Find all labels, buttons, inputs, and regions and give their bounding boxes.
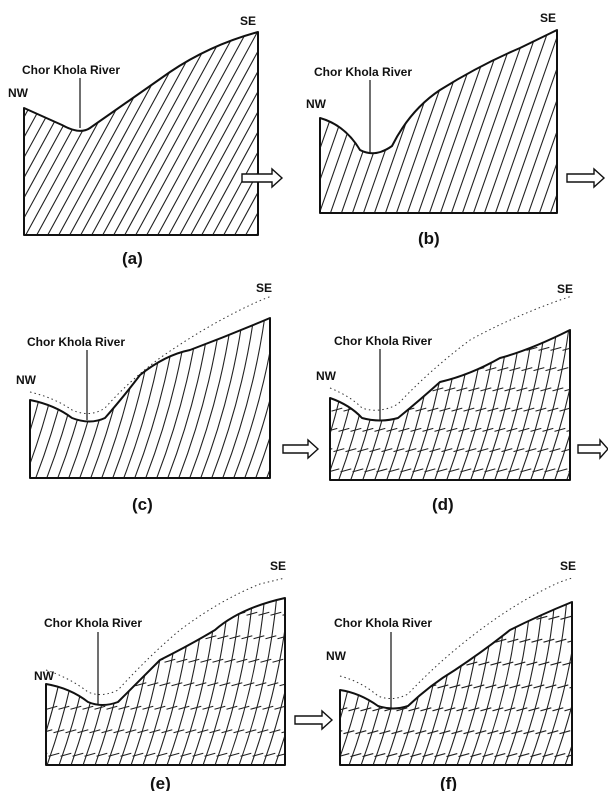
panel-b: NW SE Chor Khola River (b) <box>306 11 558 248</box>
nw-label-e: NW <box>34 669 55 683</box>
se-label-f: SE <box>560 559 576 573</box>
section-outline-b <box>319 29 558 214</box>
se-label-b: SE <box>540 11 556 25</box>
nw-label-a: NW <box>8 86 29 100</box>
original-surface-e <box>45 577 286 696</box>
arrow-e-f <box>294 709 334 731</box>
section-outline-d <box>329 329 571 481</box>
bedding-lines-f <box>340 602 572 765</box>
arrow-b-next <box>566 167 606 189</box>
original-surface-f <box>339 577 573 700</box>
river-label-b: Chor Khola River <box>314 65 412 79</box>
panel-a: NW SE Chor Khola River (a) <box>8 14 259 268</box>
caption-d: (d) <box>432 495 454 514</box>
panel-f: NW SE Chor Khola River (f) <box>326 559 576 791</box>
se-label-c: SE <box>256 281 272 295</box>
panel-d: NW SE Chor Khola River (d) <box>316 282 573 514</box>
section-outline-c <box>29 317 271 479</box>
arrow-a-b <box>241 167 284 189</box>
se-label-a: SE <box>240 14 256 28</box>
panel-e: NW SE Chor Khola River (e) <box>34 559 286 791</box>
panel-c: NW SE Chor Khola River (c) <box>16 281 273 514</box>
caption-b: (b) <box>418 229 440 248</box>
se-label-d: SE <box>557 282 573 296</box>
nw-label-f: NW <box>326 649 347 663</box>
bedding-lines-b <box>320 30 557 213</box>
caption-a: (a) <box>122 249 143 268</box>
caption-c: (c) <box>132 495 153 514</box>
section-outline-f <box>339 601 573 766</box>
caption-f: (f) <box>440 774 457 791</box>
river-label-a: Chor Khola River <box>22 63 120 77</box>
arrow-d-next <box>577 438 608 460</box>
bedding-lines-a <box>24 32 258 235</box>
section-outline-e <box>45 597 286 766</box>
caption-e: (e) <box>150 774 171 791</box>
section-outline-a <box>23 31 259 236</box>
original-surface-c <box>29 295 273 414</box>
river-label-d: Chor Khola River <box>334 334 432 348</box>
bedding-lines-c <box>30 318 270 478</box>
arrow-c-d <box>282 438 320 460</box>
nw-label-c: NW <box>16 373 37 387</box>
nw-label-b: NW <box>306 97 327 111</box>
se-label-e: SE <box>270 559 286 573</box>
river-label-c: Chor Khola River <box>27 335 125 349</box>
nw-label-d: NW <box>316 369 337 383</box>
original-surface-d <box>329 295 573 411</box>
river-label-f: Chor Khola River <box>334 616 432 630</box>
river-label-e: Chor Khola River <box>44 616 142 630</box>
